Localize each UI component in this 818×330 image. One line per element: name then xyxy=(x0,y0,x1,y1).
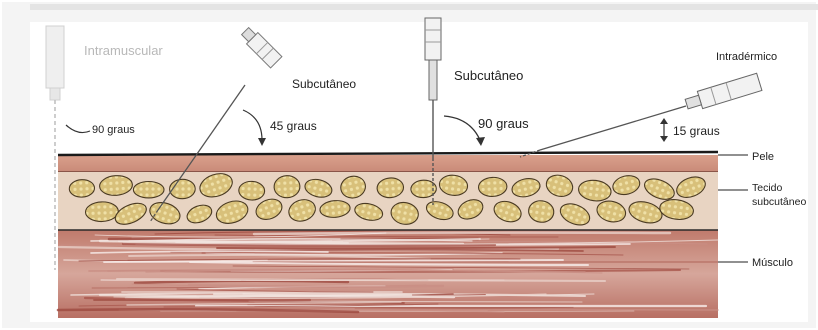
subcutaneous-45-angle-label: 45 graus xyxy=(270,119,317,133)
subcutaneous-45-label: Subcutâneo xyxy=(292,77,356,91)
intradermal-label: Intradérmico xyxy=(716,51,777,63)
subcutaneous-layer xyxy=(58,170,718,230)
fat-lobule xyxy=(133,182,164,198)
intramuscular-angle-label: 90 graus xyxy=(92,124,135,136)
subcutaneous-90-label: Subcutâneo xyxy=(454,68,523,83)
muscle-layer xyxy=(58,230,718,318)
tecido-label-line2: subcutâneo xyxy=(752,196,806,208)
pele-label: Pele xyxy=(752,151,774,163)
tecido-label-line1: Tecido xyxy=(752,182,783,194)
muscle-fiber xyxy=(253,262,718,263)
intradermal-angle-label: 15 graus xyxy=(673,124,720,138)
muscle-fiber xyxy=(254,233,670,234)
intramuscular-label: Intramuscular xyxy=(84,43,163,58)
muscle-fiber xyxy=(100,295,411,296)
subcutaneous-90-angle-label: 90 graus xyxy=(478,116,529,131)
musculo-label: Músculo xyxy=(752,257,793,269)
